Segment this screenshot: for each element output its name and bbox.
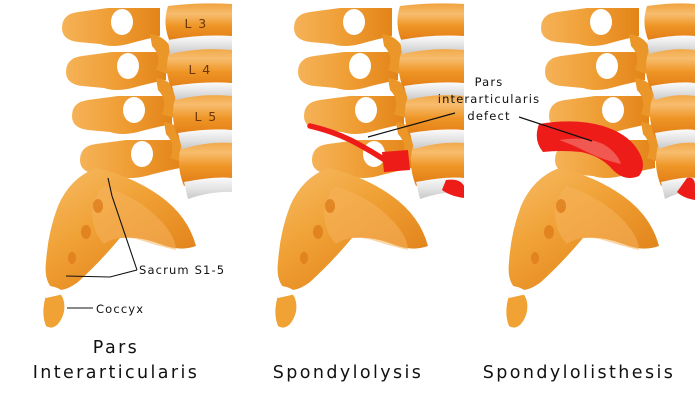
sacrum bbox=[508, 168, 659, 290]
spine-spondylolisthesis bbox=[506, 3, 695, 328]
caption-pars-interarticularis: Pars Interarticularis bbox=[0, 336, 232, 386]
spine-normal: L 3 L 4 L 5 bbox=[43, 3, 232, 328]
caption-row: Pars Interarticularis Spondylolysis Spon… bbox=[0, 330, 695, 405]
intervertebral-discs bbox=[343, 9, 464, 199]
spine-spondylolysis bbox=[275, 3, 464, 328]
panel-spondylolisthesis bbox=[463, 0, 695, 330]
coccyx bbox=[506, 286, 528, 328]
vertebra-label-l5: L 5 bbox=[194, 109, 217, 124]
sacrum bbox=[45, 168, 196, 290]
caption-spondylolysis: Spondylolysis bbox=[272, 363, 424, 383]
vertebral-bodies bbox=[644, 3, 695, 186]
posterior-elements bbox=[294, 8, 420, 178]
coccyx bbox=[43, 286, 65, 328]
intervertebral-discs bbox=[111, 9, 232, 199]
pars-defect-fracture bbox=[307, 123, 464, 198]
caption-1-line-2: Interarticularis bbox=[32, 363, 200, 383]
coccyx bbox=[275, 286, 297, 328]
vertebra-label-l3: L 3 bbox=[184, 16, 207, 31]
panel-pars-interarticularis: L 3 L 4 L 5 bbox=[0, 0, 232, 330]
panel-spondylolysis bbox=[232, 0, 464, 330]
caption-spondylolisthesis: Spondylolisthesis bbox=[482, 363, 676, 383]
caption-1-line-1: Pars bbox=[92, 338, 140, 358]
vertebra-label-l4: L 4 bbox=[188, 62, 211, 77]
vertebral-bodies bbox=[165, 3, 232, 186]
sacrum bbox=[277, 168, 428, 290]
